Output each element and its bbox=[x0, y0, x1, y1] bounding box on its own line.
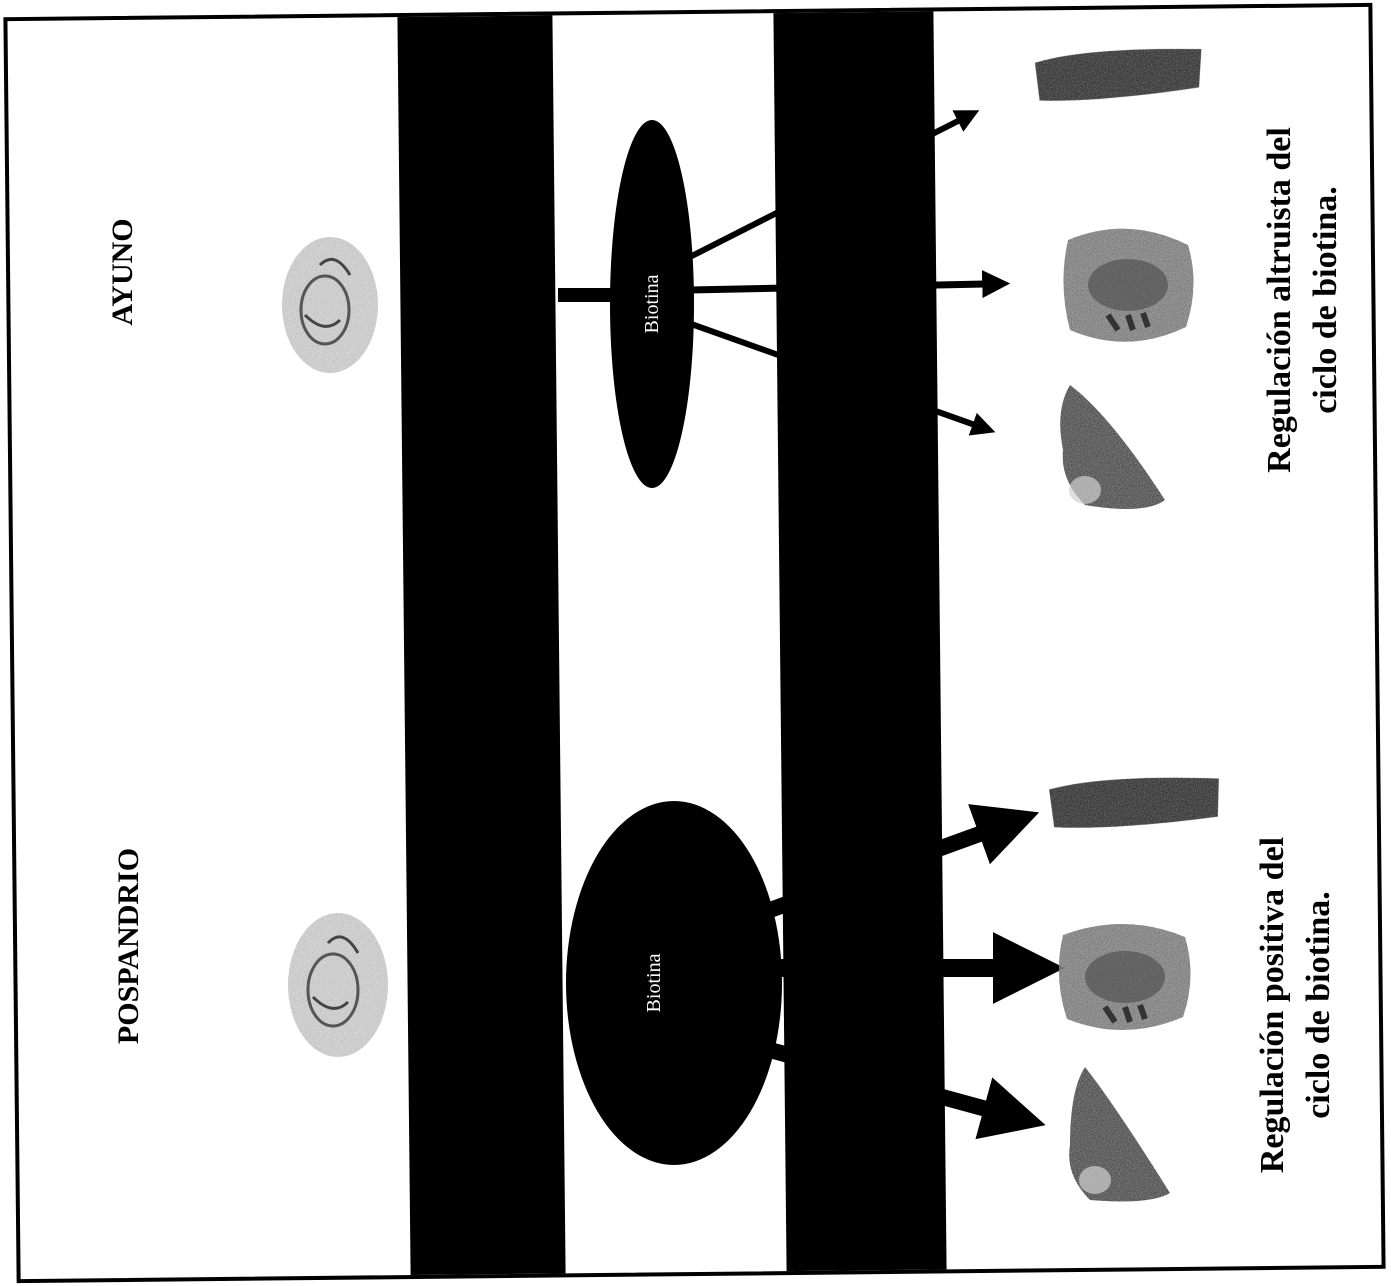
caption-positive-line2: ciclo de biotina. bbox=[1300, 891, 1337, 1119]
brain-icon bbox=[282, 237, 378, 373]
brain-icon bbox=[288, 913, 388, 1057]
caption-altruistic-line1: Regulación altruista del bbox=[1261, 127, 1298, 473]
biotin-label-top: Biotina bbox=[641, 274, 663, 333]
kidney-icon bbox=[1063, 229, 1193, 342]
biotin-label-bottom: Biotina bbox=[643, 953, 665, 1012]
biotin-node-bottom bbox=[566, 801, 782, 1165]
black-band-left bbox=[397, 15, 565, 1275]
label-ayuno: AYUNO bbox=[106, 218, 139, 325]
caption-altruistic-line2: ciclo de biotina. bbox=[1307, 186, 1344, 414]
kidney-icon bbox=[1059, 924, 1191, 1030]
caption-positive-line1: Regulación positiva del bbox=[1254, 837, 1291, 1173]
label-pospandrio: POSPANDRIO bbox=[112, 848, 145, 1044]
